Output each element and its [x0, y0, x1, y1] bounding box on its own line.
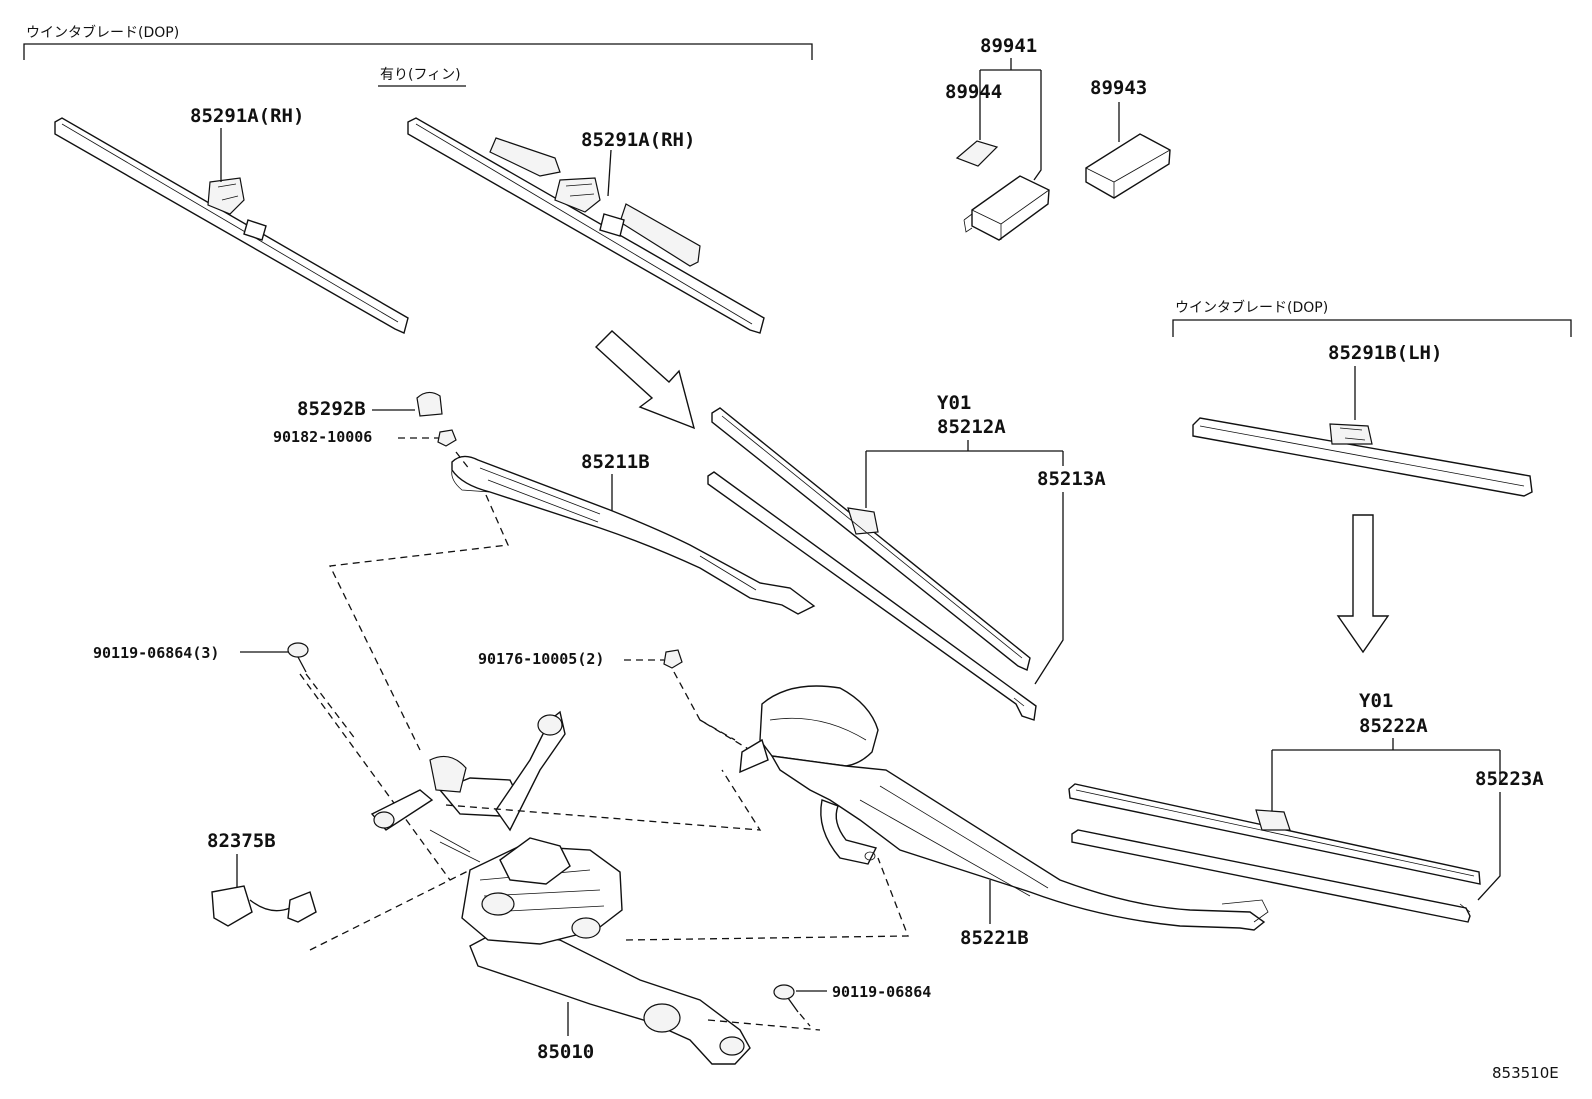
- part-label-90119-x3: 90119-06864(3): [93, 644, 219, 662]
- nut-90176-10005-x2: 90176-10005(2): [478, 649, 751, 751]
- wiper-motor-linkage-85010: 85010: [370, 710, 751, 1065]
- part-label-85211B: 85211B: [581, 451, 650, 473]
- y01-label-a: Y01: [937, 392, 971, 414]
- blade-refill-85223A: 85223A: [1071, 768, 1544, 923]
- bolt-90119-06864-x3: 90119-06864(3): [93, 642, 451, 881]
- assembly-dashed-lines: [309, 451, 909, 1031]
- part-label-85213A: 85213A: [1037, 468, 1106, 490]
- part-label-90176: 90176-10005(2): [478, 650, 604, 668]
- y01-label-b: Y01: [1359, 690, 1393, 712]
- part-label-85221B: 85221B: [960, 927, 1029, 949]
- wiper-connector-82375B: 82375B: [207, 830, 317, 927]
- arrow-to-rubber-refills: [594, 330, 696, 430]
- part-label-85010: 85010: [537, 1041, 594, 1063]
- adapter-89941: [971, 175, 1050, 241]
- part-label-89941: 89941: [980, 35, 1037, 57]
- winter-blade-85291A-rh-left: 85291A(RH): [54, 105, 409, 334]
- part-label-90182: 90182-10006: [273, 428, 372, 446]
- wiper-arm-85221B: 85221B: [739, 685, 1269, 949]
- winter-blade-85291B-lh: 85291B(LH): [1192, 342, 1533, 497]
- fin-variant-label-group: 有り(フィン): [378, 67, 466, 87]
- part-label-89943: 89943: [1090, 77, 1147, 99]
- part-label-90119: 90119-06864: [832, 983, 931, 1001]
- winter-blade-85291A-rh-fin: 85291A(RH): [407, 117, 765, 334]
- lh-blade-group-bracket: ウインタブレード(DOP): [1172, 299, 1572, 337]
- part-label-89944: 89944: [945, 81, 1002, 103]
- part-label-85212A: 85212A: [937, 416, 1006, 438]
- rh-blade-group-label: ウインタブレード(DOP): [26, 24, 179, 41]
- part-label-85292B: 85292B: [297, 398, 366, 420]
- part-label-85223A: 85223A: [1475, 768, 1544, 790]
- fin-variant-label: 有り(フィン): [380, 67, 461, 83]
- lh-blade-group-label: ウインタブレード(DOP): [1175, 299, 1328, 316]
- part-label-85291A-rh-fin: 85291A(RH): [581, 129, 695, 151]
- blade-refill-85213A: 85213A: [707, 468, 1106, 721]
- part-label-85222A: 85222A: [1359, 715, 1428, 737]
- wiper-arm-85211B: 85211B: [451, 451, 816, 615]
- part-label-85291A-rh-left: 85291A(RH): [190, 105, 304, 127]
- sticker-89944: [955, 140, 999, 167]
- rh-blade-group-bracket: ウインタブレード(DOP): [23, 24, 813, 60]
- blade-refill-85212A: Y01 85212A: [711, 392, 1064, 671]
- arrow-to-lh-refills: [1336, 514, 1390, 654]
- figure-reference-number: 853510E: [1492, 1064, 1559, 1082]
- pivot-cap-85292B: 85292B: [297, 391, 443, 420]
- adapter-kit-89941: 89941 89944 89943: [945, 35, 1171, 241]
- part-label-85291B-lh: 85291B(LH): [1328, 342, 1442, 364]
- part-label-82375B: 82375B: [207, 830, 276, 852]
- nut-90182-10006: 90182-10006: [273, 428, 457, 447]
- bolt-90119-06864: 90119-06864: [773, 983, 931, 1027]
- blade-refill-85222A: Y01 85222A: [1068, 690, 1501, 885]
- adapter-89943: [1085, 133, 1171, 199]
